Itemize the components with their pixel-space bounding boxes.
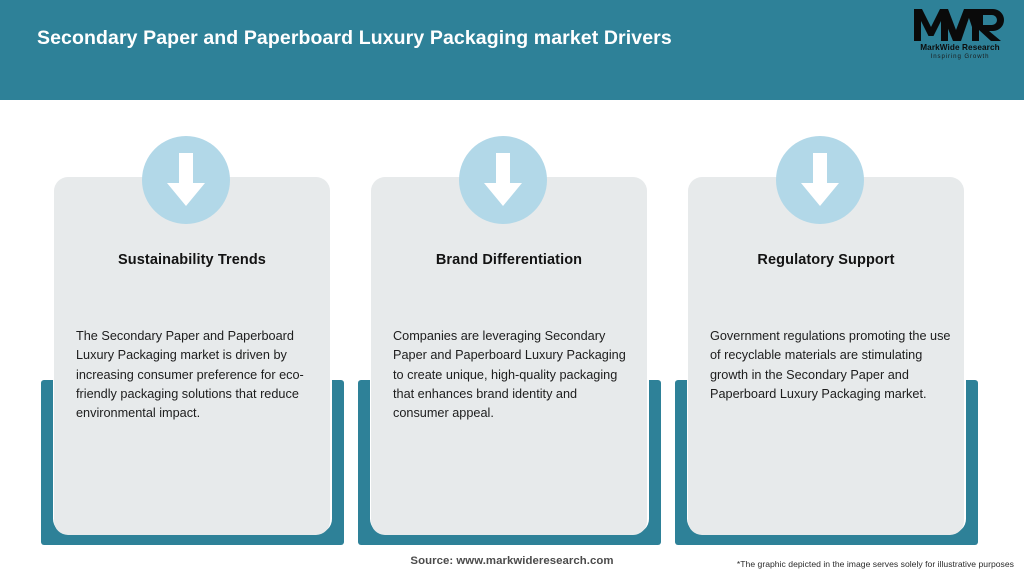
source-label: Source: www.markwideresearch.com xyxy=(410,555,614,567)
brand-logo: MarkWide Research Inspiring Growth xyxy=(912,8,1008,66)
card-panel xyxy=(371,177,647,535)
drivers-card-row: Sustainability Trends The Secondary Pape… xyxy=(0,100,1024,545)
down-arrow-icon xyxy=(142,136,230,224)
disclaimer-note: *The graphic depicted in the image serve… xyxy=(736,559,1014,569)
down-arrow-icon xyxy=(776,136,864,224)
down-arrow-icon xyxy=(459,136,547,224)
driver-card-3[interactable]: Regulatory Support Government regulation… xyxy=(672,100,980,545)
driver-card-2[interactable]: Brand Differentiation Companies are leve… xyxy=(355,100,663,545)
card-body-text: Government regulations promoting the use… xyxy=(710,329,951,401)
card-title: Regulatory Support xyxy=(757,252,895,268)
card-body-text: The Secondary Paper and Paperboard Luxur… xyxy=(76,329,304,421)
card-title: Sustainability Trends xyxy=(118,252,266,268)
driver-card-1[interactable]: Sustainability Trends The Secondary Pape… xyxy=(38,100,346,545)
page-title: Secondary Paper and Paperboard Luxury Pa… xyxy=(37,27,672,49)
card-title: Brand Differentiation xyxy=(435,252,583,268)
card-body-text: Companies are leveraging Secondary Paper… xyxy=(393,329,626,421)
header-bar: Secondary Paper and Paperboard Luxury Pa… xyxy=(0,0,1024,100)
mwr-monogram-icon xyxy=(912,8,1008,42)
logo-tagline: Inspiring Growth xyxy=(930,53,990,60)
card-panel xyxy=(688,177,964,535)
card-panel xyxy=(54,177,330,535)
logo-company-name: MarkWide Research xyxy=(920,43,1000,52)
